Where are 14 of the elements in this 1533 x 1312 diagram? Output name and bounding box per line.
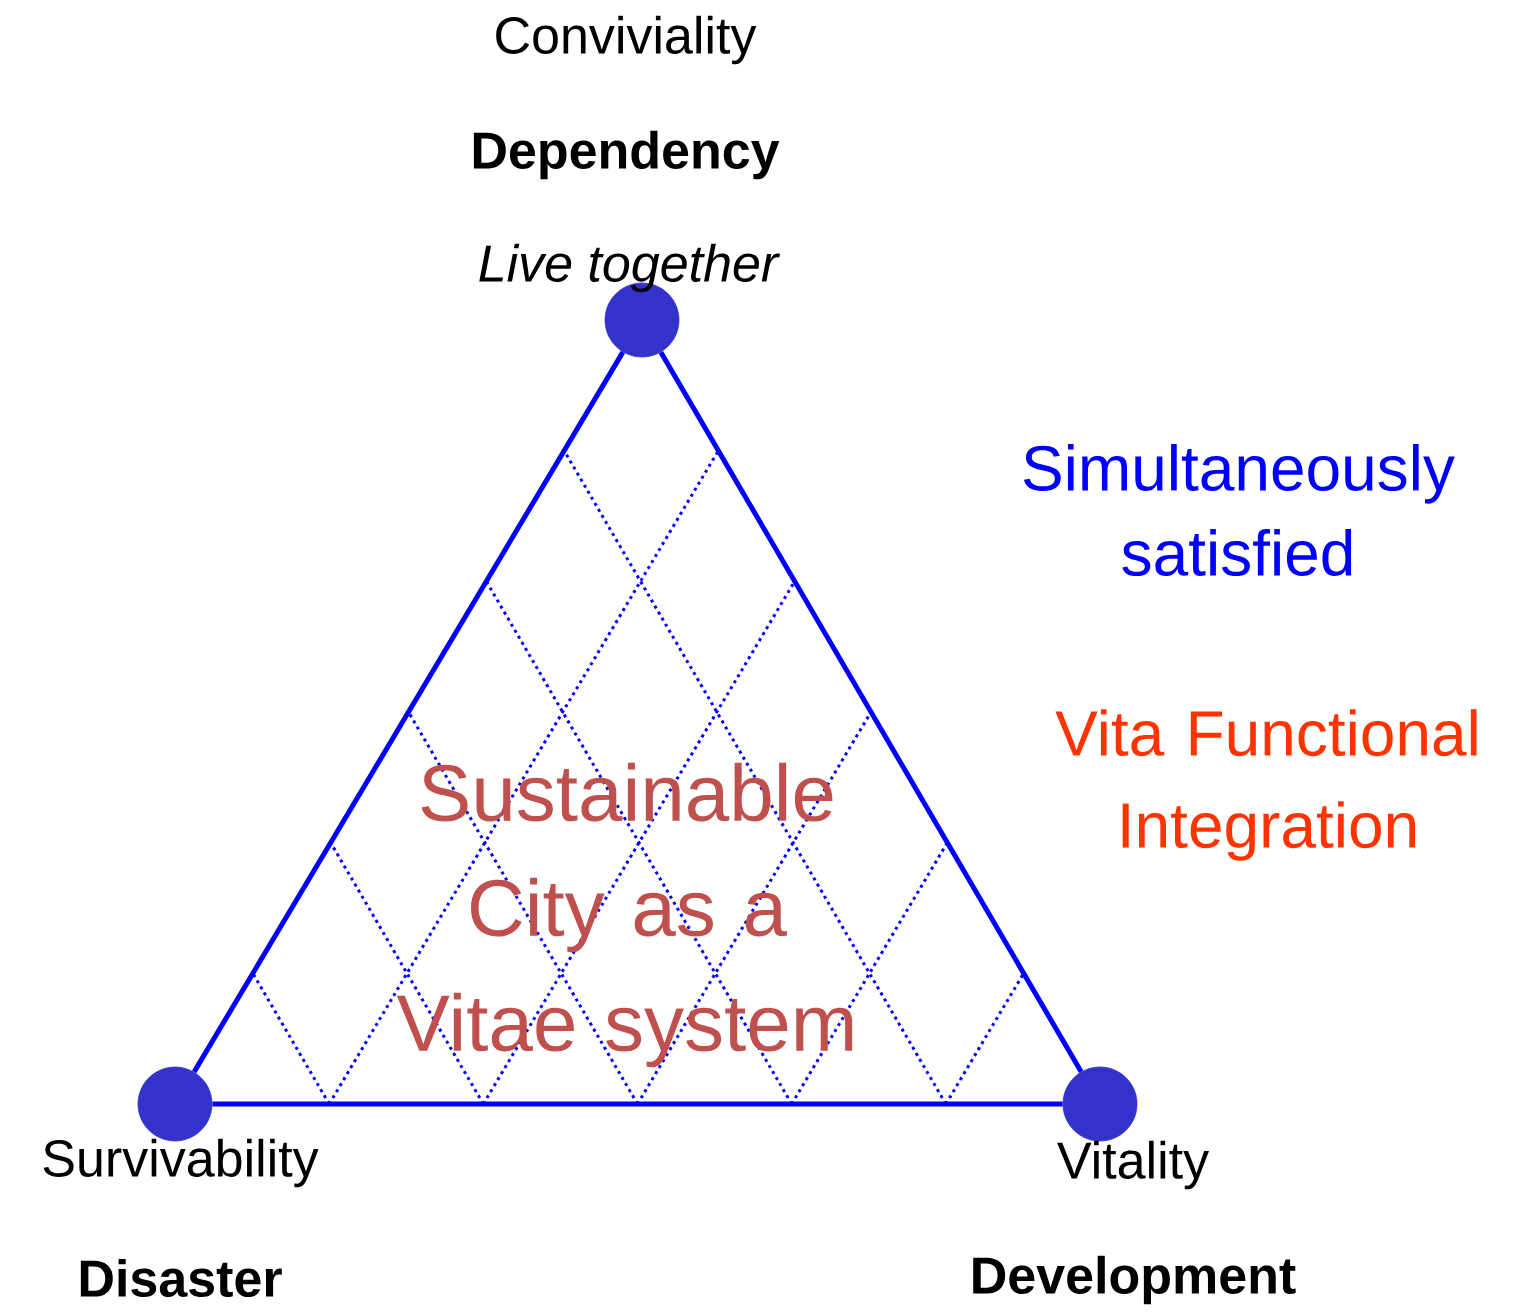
triangle-side xyxy=(192,350,625,1074)
vertex-label: Conviviality xyxy=(496,15,757,65)
triangle-side xyxy=(212,1101,1063,1107)
triangle-side xyxy=(658,351,1084,1073)
vertex-label: Vitality xyxy=(1057,1140,1209,1190)
note-text: Vita Functional Integration xyxy=(1055,709,1477,861)
vertex-label: Disaster xyxy=(80,1258,282,1298)
vertex-label: Development xyxy=(973,1255,1296,1305)
vertex-label: Dependency xyxy=(473,130,780,180)
center-title: Sustainable City as a Vitae system xyxy=(396,762,853,1068)
vertex-dot xyxy=(1062,1066,1138,1142)
note-text: Simultaneously satisfied xyxy=(1023,444,1455,576)
vertex-label: Survivability xyxy=(43,1138,319,1188)
vertex-label: Live together xyxy=(479,243,780,293)
